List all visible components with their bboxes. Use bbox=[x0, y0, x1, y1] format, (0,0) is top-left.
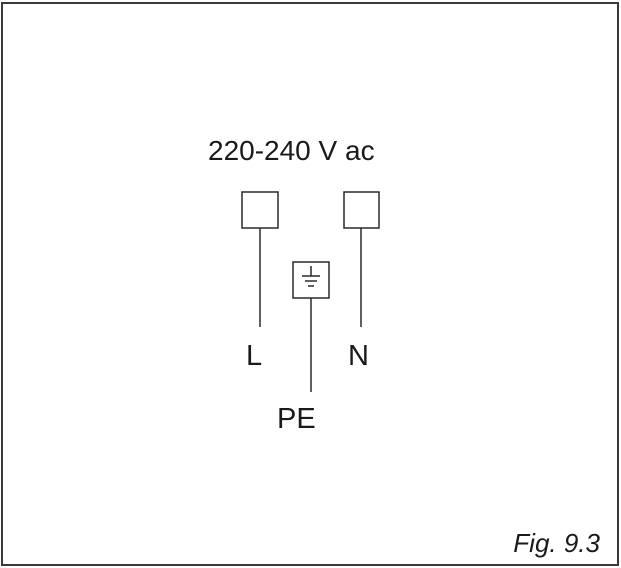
ground-icon bbox=[302, 266, 320, 287]
terminal-label-neutral: N bbox=[348, 340, 369, 372]
terminal-label-live: L bbox=[246, 340, 263, 372]
terminal-label-earth: PE bbox=[277, 403, 316, 435]
figure-caption: Fig. 9.3 bbox=[513, 528, 600, 558]
terminal-box-live bbox=[241, 191, 279, 229]
supply-voltage-label: 220-240 V ac bbox=[208, 135, 375, 166]
terminal-box-neutral bbox=[343, 191, 380, 229]
